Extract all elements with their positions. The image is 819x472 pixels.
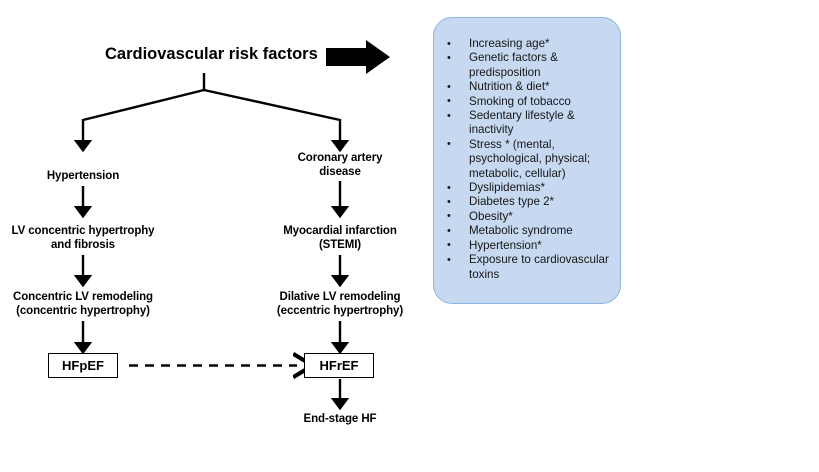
- risk-factor-item: Dyslipidemias*: [444, 181, 620, 196]
- risk-factor-item: Increasing age*: [444, 36, 620, 51]
- risk-factor-item: Sedentary lifestyle & inactivity: [444, 109, 620, 138]
- risk-factor-item: Exposure to cardiovascular toxins: [444, 253, 620, 282]
- node-myocardial-infarction: Myocardial infarction (STEMI): [283, 225, 397, 251]
- node-concentric-lv-remodeling: Concentric LV remodeling (concentric hyp…: [13, 291, 153, 317]
- node-lv-concentric-hypertrophy: LV concentric hypertrophy and fibrosis: [11, 225, 155, 251]
- risk-factor-item: Genetic factors & predisposition: [444, 51, 620, 80]
- risk-factor-item: Diabetes type 2*: [444, 195, 620, 210]
- node-dilative-lv-remodeling: Dilative LV remodeling (eccentric hypert…: [276, 291, 404, 317]
- risk-factor-item: Stress * (mental, psychological, physica…: [444, 137, 620, 181]
- risk-factor-item: Smoking of tobacco: [444, 94, 620, 109]
- node-end-stage-hf: End-stage HF: [303, 413, 377, 425]
- risk-factor-item: Obesity*: [444, 209, 620, 224]
- branch-splitter: [73, 73, 350, 153]
- risk-factors-panel: Increasing age*Genetic factors & predisp…: [433, 17, 621, 304]
- diagram-title: Cardiovascular risk factors: [105, 45, 318, 63]
- risk-factor-item: Nutrition & diet*: [444, 80, 620, 95]
- node-hfref[interactable]: HFrEF: [304, 353, 374, 378]
- node-hfpef[interactable]: HFpEF: [48, 353, 118, 378]
- node-coronary-artery-disease: Coronary artery disease: [297, 152, 383, 178]
- risk-factor-item: Hypertension*: [444, 238, 620, 253]
- node-hypertension: Hypertension: [46, 170, 120, 182]
- thick-right-arrow-icon: [326, 40, 390, 74]
- risk-factor-item: Metabolic syndrome: [444, 224, 620, 239]
- risk-factors-list: Increasing age*Genetic factors & predisp…: [444, 36, 620, 282]
